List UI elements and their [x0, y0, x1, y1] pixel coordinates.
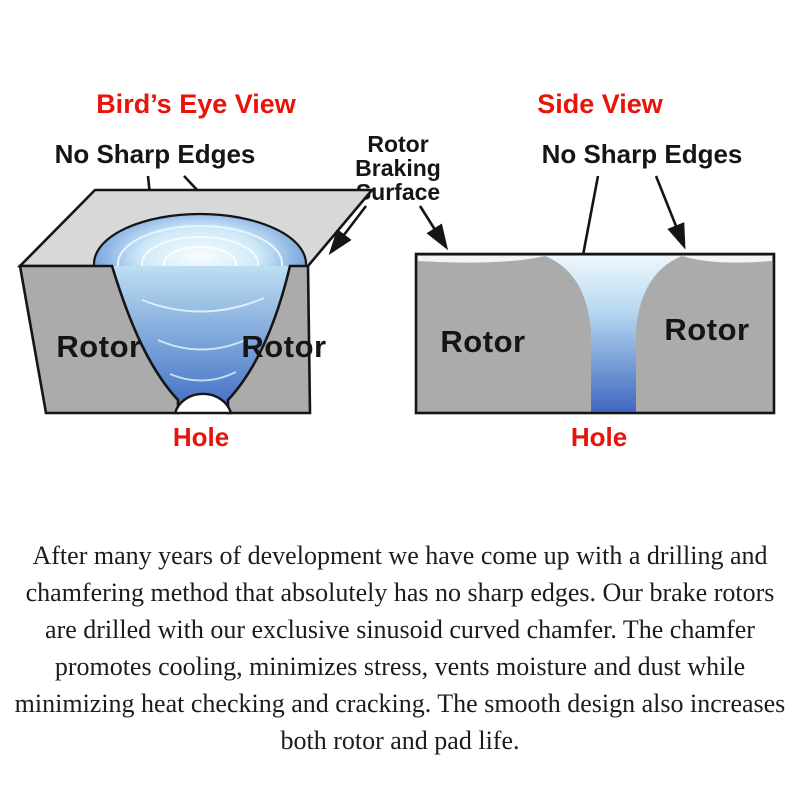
side-hole-channel: [545, 256, 682, 412]
rotor-label-birdseye-left: Rotor: [56, 329, 141, 364]
braking-surface-sliver-right: [682, 256, 772, 263]
sideview-rotor-block: Rotor Rotor: [414, 252, 776, 415]
rotor-label-side-right: Rotor: [664, 312, 749, 347]
birdseye-rotor-block: Rotor Rotor: [16, 188, 375, 415]
channel-ring-2: [157, 337, 251, 351]
sideview-title: Side View: [537, 89, 664, 119]
no-sharp-edges-right-label: No Sharp Edges: [542, 139, 743, 169]
arrow-braking-surface-right: [418, 205, 449, 251]
chamfer-crater: [92, 212, 308, 266]
arrow-right-edge-2: [654, 175, 686, 250]
hole-label-left: Hole: [173, 422, 229, 452]
braking-surface-sliver-left: [418, 256, 545, 263]
channel-ring-3: [169, 371, 237, 382]
diagram-canvas: Bird’s Eye View Side View No Sharp Edges…: [16, 89, 776, 452]
chamfer-ring-2: [141, 236, 259, 266]
rotor-braking-surface-label-line1: Rotor: [367, 131, 428, 157]
hole-arch: [173, 392, 233, 415]
chamfer-ring-1: [117, 225, 283, 266]
rotor-label-birdseye-right: Rotor: [241, 329, 326, 364]
channel-ring-1: [141, 297, 265, 313]
description-paragraph: After many years of development we have …: [14, 541, 786, 755]
arrow-braking-surface-left: [328, 205, 368, 256]
rotor-label-side-left: Rotor: [440, 324, 525, 359]
rotor-braking-surface-label-line2: Braking: [355, 155, 441, 181]
birdseye-title: Bird’s Eye View: [96, 89, 297, 119]
chamfer-ring-3: [163, 246, 237, 266]
rotor-diagram: Bird’s Eye View Side View No Sharp Edges…: [16, 89, 776, 452]
no-sharp-edges-left-label: No Sharp Edges: [55, 139, 256, 169]
hole-label-right: Hole: [571, 422, 627, 452]
rotor-front-face-left: [18, 264, 180, 415]
